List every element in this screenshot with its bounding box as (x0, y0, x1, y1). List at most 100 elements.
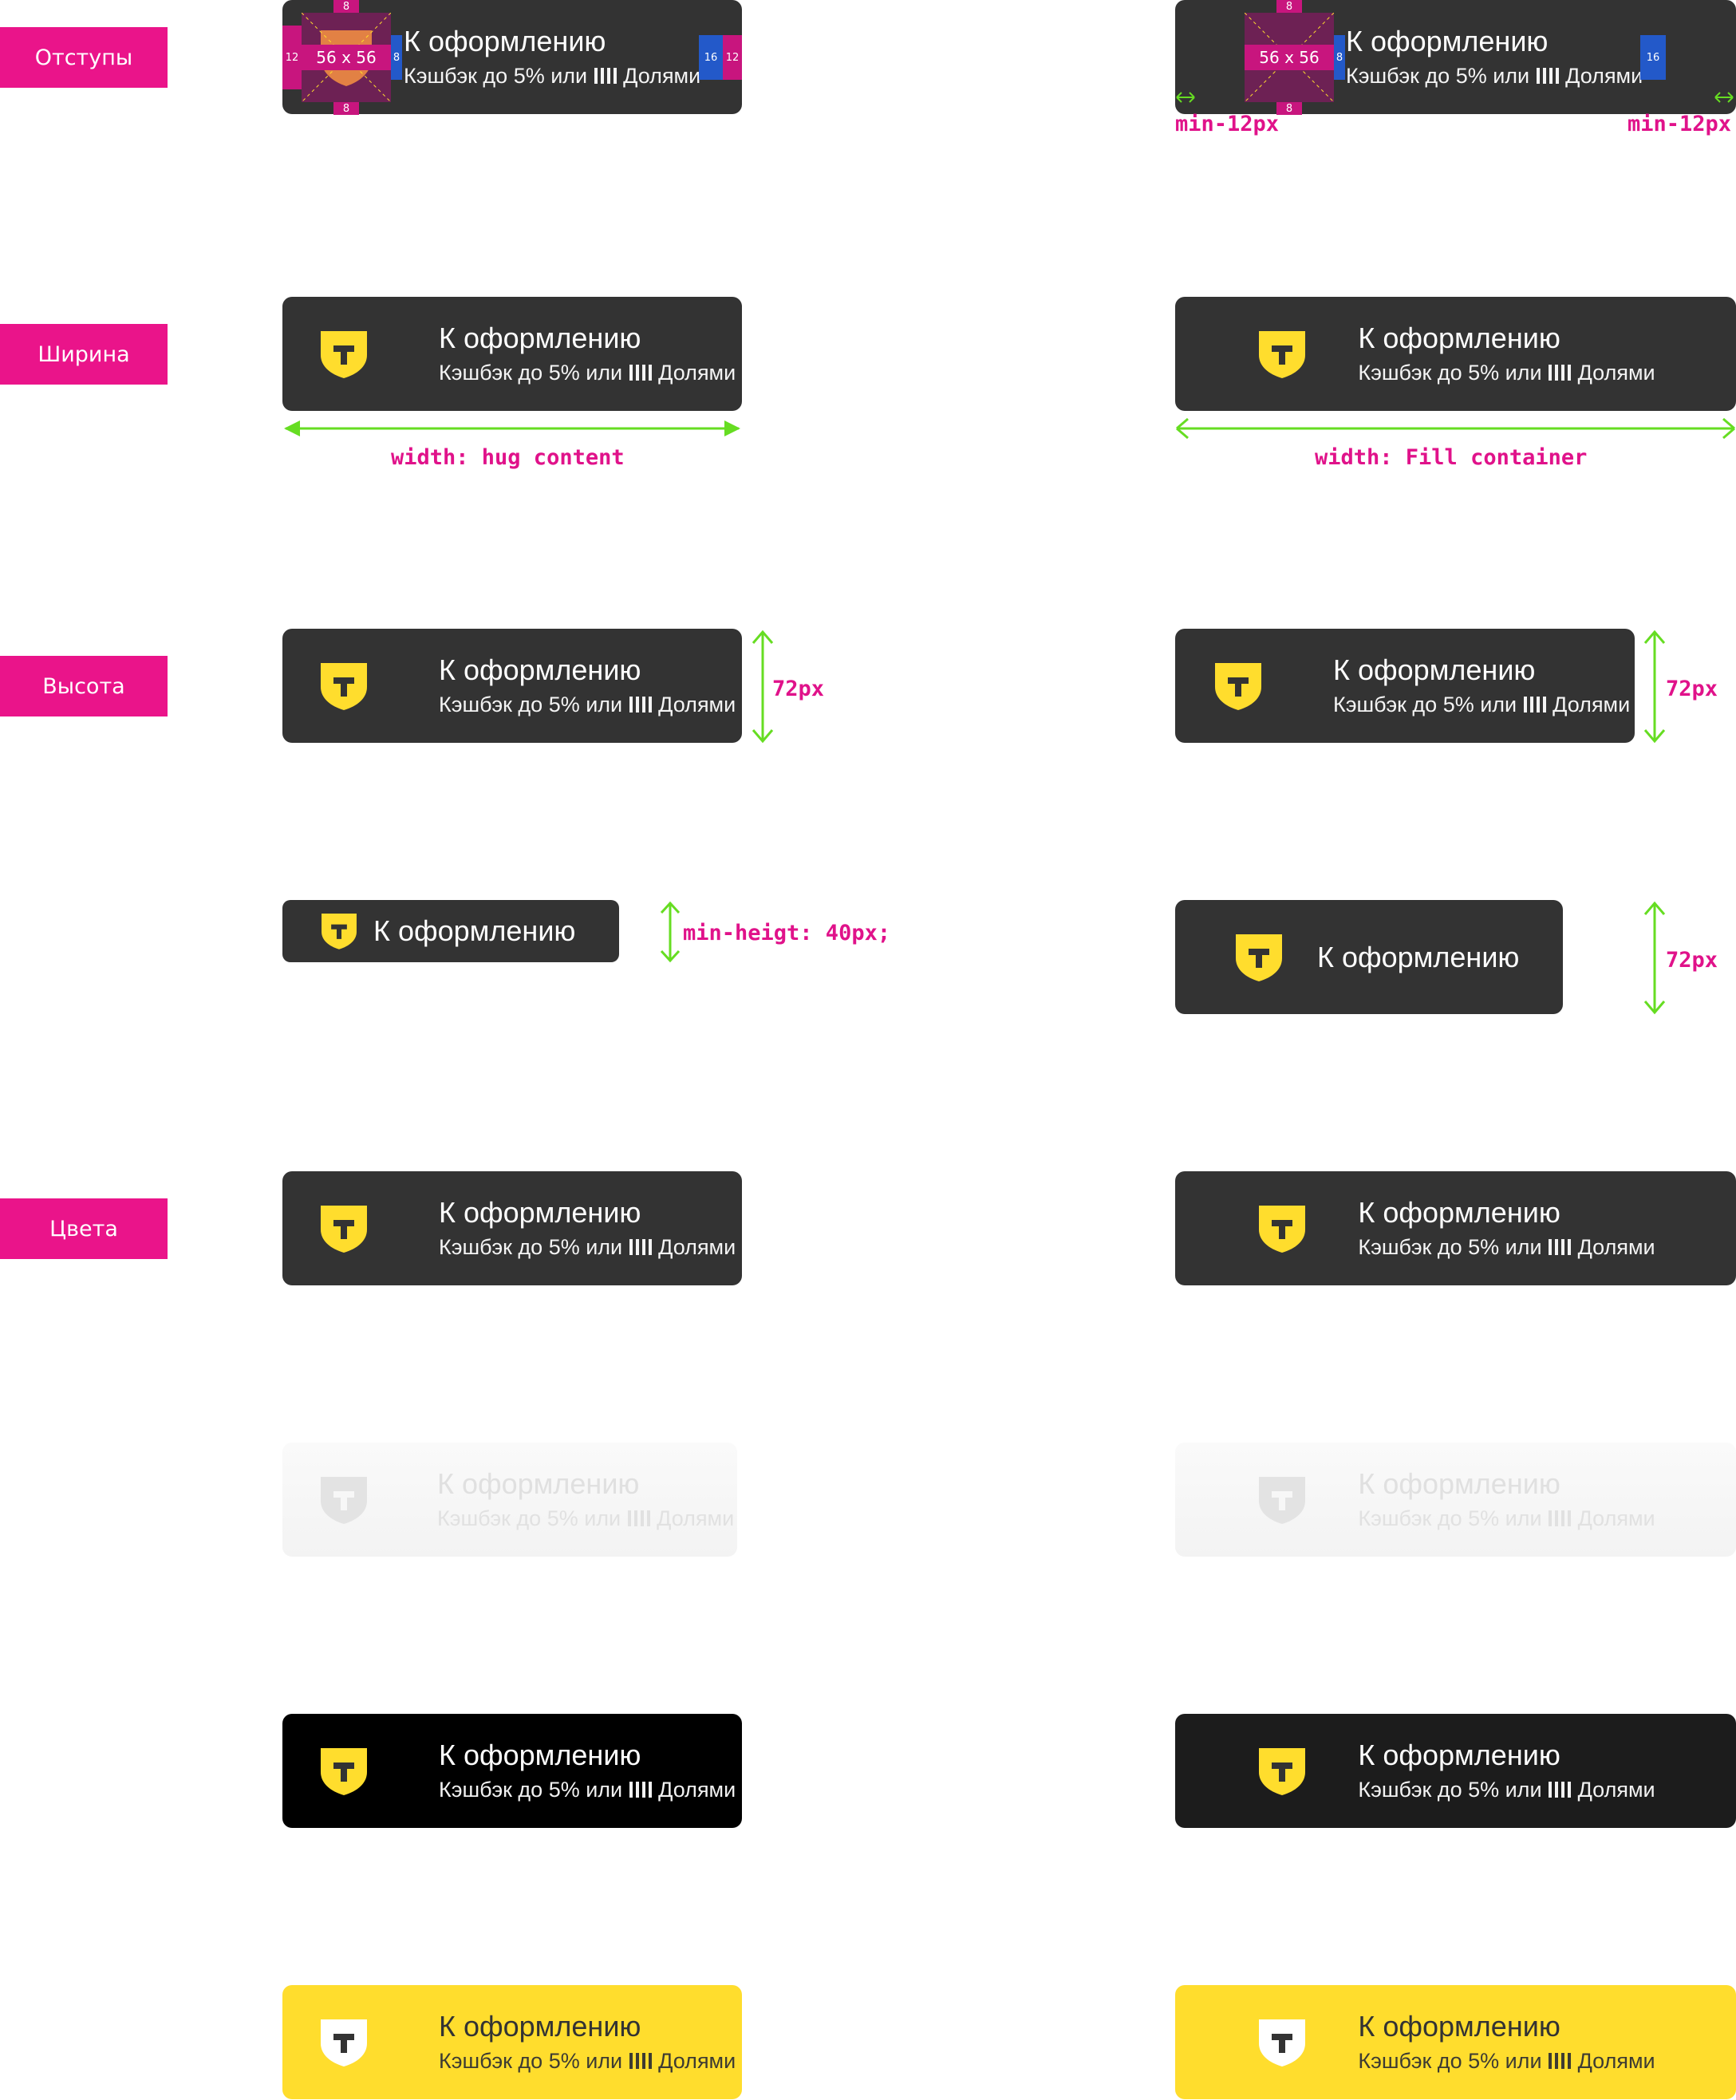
button-title: К оформлению (1358, 2009, 1560, 2043)
bars-icon (1548, 2051, 1572, 2070)
button-title: К оформлению (439, 321, 641, 354)
width-fill-arrow (1176, 417, 1735, 440)
button-title: К оформлению (1358, 321, 1560, 354)
cta-button-width-hug[interactable]: К оформлению Кэшбэк до 5% или Долями (282, 297, 742, 411)
bars-icon (629, 363, 653, 382)
bars-icon (629, 1238, 653, 1257)
logo-icon (318, 2016, 370, 2069)
logo-icon (1256, 1745, 1308, 1798)
min-right-arrow (1714, 92, 1734, 103)
pad-right-fill-marker: 16 (1640, 35, 1666, 80)
logo-icon (1256, 1474, 1308, 1526)
logo-icon (1233, 931, 1285, 984)
button-title: К оформлению (1358, 1195, 1560, 1229)
pad-right-fill-marker: 16 (699, 35, 723, 80)
pad-top-marker: 8 (1276, 0, 1302, 13)
button-title: К оформлению (439, 1195, 641, 1229)
cta-button-small[interactable]: К оформлению (282, 900, 619, 962)
pad-right-marker: 12 (723, 35, 742, 80)
button-subtitle: Кэшбэк до 5% или Долями (1358, 1777, 1655, 1802)
section-tag-colors: Цвета (0, 1198, 168, 1259)
height-arrow (752, 630, 774, 744)
button-subtitle: Кэшбэк до 5% или Долями (439, 692, 736, 716)
button-title: К оформлению (1358, 1466, 1560, 1500)
cta-button-single-72[interactable]: К оформлению (1175, 900, 1563, 1014)
min-left-label: min-12px (1175, 112, 1280, 136)
min-left-arrow (1176, 92, 1195, 103)
button-title: К оформлению (1346, 25, 1549, 57)
height-arrow (1643, 901, 1666, 1015)
button-title: К оформлению (404, 25, 606, 57)
cta-button-black[interactable]: К оформлению Кэшбэк до 5% или Долями (282, 1714, 742, 1828)
button-subtitle: Кэшбэк до 5% или Долями (439, 1234, 736, 1259)
button-subtitle: Кэшбэк до 5% или Долями (439, 2048, 736, 2073)
button-subtitle: Кэшбэк до 5% или Долями (439, 360, 736, 385)
width-hug-label: width: hug content (391, 445, 625, 470)
button-subtitle: Кэшбэк до 5% или Долями (1358, 360, 1655, 385)
button-title: К оформлению (439, 653, 641, 686)
logo-icon (1256, 1202, 1308, 1255)
logo-icon (1212, 660, 1265, 712)
logo-icon (1245, 13, 1334, 102)
button-subtitle: Кэшбэк до 5% или Долями (1333, 692, 1631, 716)
logo-icon (319, 911, 359, 951)
min-height-arrow (660, 901, 681, 963)
bars-icon (594, 66, 617, 85)
logo-icon (318, 660, 370, 712)
min-right-label: min-12px (1628, 112, 1732, 136)
height-label: 72px (772, 677, 825, 701)
button-title: К оформлению (439, 1738, 641, 1771)
width-hug-arrow (284, 420, 740, 436)
pad-gap-marker: 8 (1334, 35, 1345, 80)
button-subtitle: Кэшбэк до 5% или Долями (439, 1777, 736, 1802)
bars-icon (629, 2051, 653, 2070)
cta-button-yellow-fill[interactable]: К оформлению Кэшбэк до 5% или Долями (1175, 1985, 1736, 2099)
cta-button-yellow[interactable]: К оформлению Кэшбэк до 5% или Долями (282, 1985, 742, 2099)
cta-button-disabled-fill[interactable]: К оформлению Кэшбэк до 5% или Долями (1175, 1443, 1736, 1557)
pad-left-marker: 12 (282, 26, 302, 89)
bars-icon (1548, 1509, 1572, 1528)
button-subtitle: Кэшбэк до 5% или Долями (1358, 2048, 1655, 2073)
button-title: К оформлению (1333, 653, 1536, 686)
section-tag-height: Высота (0, 656, 168, 716)
button-title: К оформлению (439, 2009, 641, 2043)
width-fill-label: width: Fill container (1315, 445, 1588, 470)
bars-icon (629, 695, 653, 714)
bars-icon (1536, 66, 1560, 85)
section-tag-width: Ширина (0, 324, 168, 385)
button-title: К оформлению (1358, 1738, 1560, 1771)
button-subtitle: Кэшбэк до 5% или Долями (1358, 1234, 1655, 1259)
height-label: 72px (1666, 948, 1718, 973)
cta-button-height-72[interactable]: К оформлению Кэшбэк до 5% или Долями (282, 629, 742, 743)
cta-button-black-fill[interactable]: К оформлению Кэшбэк до 5% или Долями (1175, 1714, 1736, 1828)
logo-icon (1256, 2016, 1308, 2069)
min-height-label: min-heigt: 40px; (683, 921, 891, 945)
cta-button-dark[interactable]: К оформлению Кэшбэк до 5% или Долями (282, 1171, 742, 1285)
pad-bottom-marker: 8 (333, 102, 359, 115)
logo-icon (318, 1202, 370, 1255)
cta-button-dark-fill[interactable]: К оформлению Кэшбэк до 5% или Долями (1175, 1171, 1736, 1285)
cta-button-height-72-alt[interactable]: К оформлению Кэшбэк до 5% или Долями (1175, 629, 1635, 743)
button-subtitle: Кэшбэк до 5% или Долями (1346, 64, 1643, 88)
button-subtitle: Кэшбэк до 5% или Долями (404, 64, 701, 88)
button-title: К оформлению (373, 914, 576, 947)
logo-size-label: 56 x 56 (1245, 45, 1334, 70)
button-subtitle: Кэшбэк до 5% или Долями (1358, 1506, 1655, 1530)
cta-button-disabled[interactable]: К оформлению Кэшбэк до 5% или Долями (282, 1443, 737, 1557)
logo-icon (1256, 328, 1308, 381)
logo-icon (318, 1745, 370, 1798)
button-title: К оформлению (437, 1466, 640, 1500)
pad-top-marker: 8 (333, 0, 359, 13)
bars-icon (1523, 695, 1547, 714)
height-label: 72px (1666, 677, 1718, 701)
bars-icon (627, 1509, 651, 1528)
pad-gap-marker: 8 (391, 35, 402, 80)
cta-button-width-fill[interactable]: К оформлению Кэшбэк до 5% или Долями (1175, 297, 1736, 411)
bars-icon (629, 1780, 653, 1799)
logo-icon (318, 1474, 370, 1526)
button-title: К оформлению (1317, 940, 1520, 973)
bars-icon (1548, 1780, 1572, 1799)
bars-icon (1548, 363, 1572, 382)
logo-icon (318, 328, 370, 381)
logo-size-label: 56 x 56 (302, 45, 391, 70)
